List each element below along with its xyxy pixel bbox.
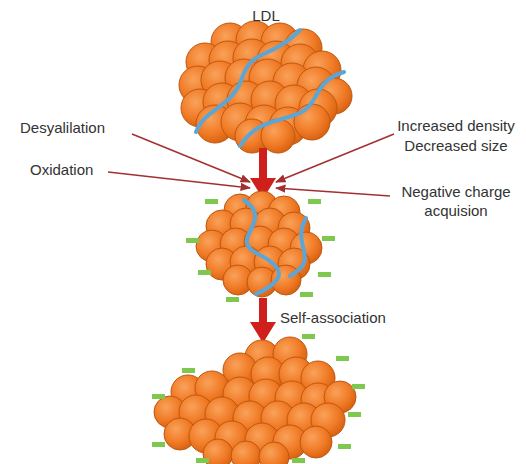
modification-arrow	[108, 134, 394, 196]
negative-charge	[186, 199, 335, 302]
label-text: Oxidation	[30, 160, 130, 179]
negative-charge	[152, 334, 365, 463]
label-text: Decreased size	[386, 136, 526, 155]
process-arrow	[250, 298, 276, 343]
ldl-particle	[179, 21, 352, 153]
label-text: Desyalilation	[20, 118, 150, 137]
label-text: Self-association	[280, 308, 410, 327]
aggregated-ldl	[154, 337, 356, 464]
modified-ldl	[196, 191, 322, 297]
label-text: Negative charge acquision	[392, 182, 520, 220]
label-text: LDL	[246, 6, 286, 25]
apob-strand	[244, 200, 306, 294]
label-text: Increased density	[386, 116, 526, 135]
apob-strand	[196, 30, 344, 146]
